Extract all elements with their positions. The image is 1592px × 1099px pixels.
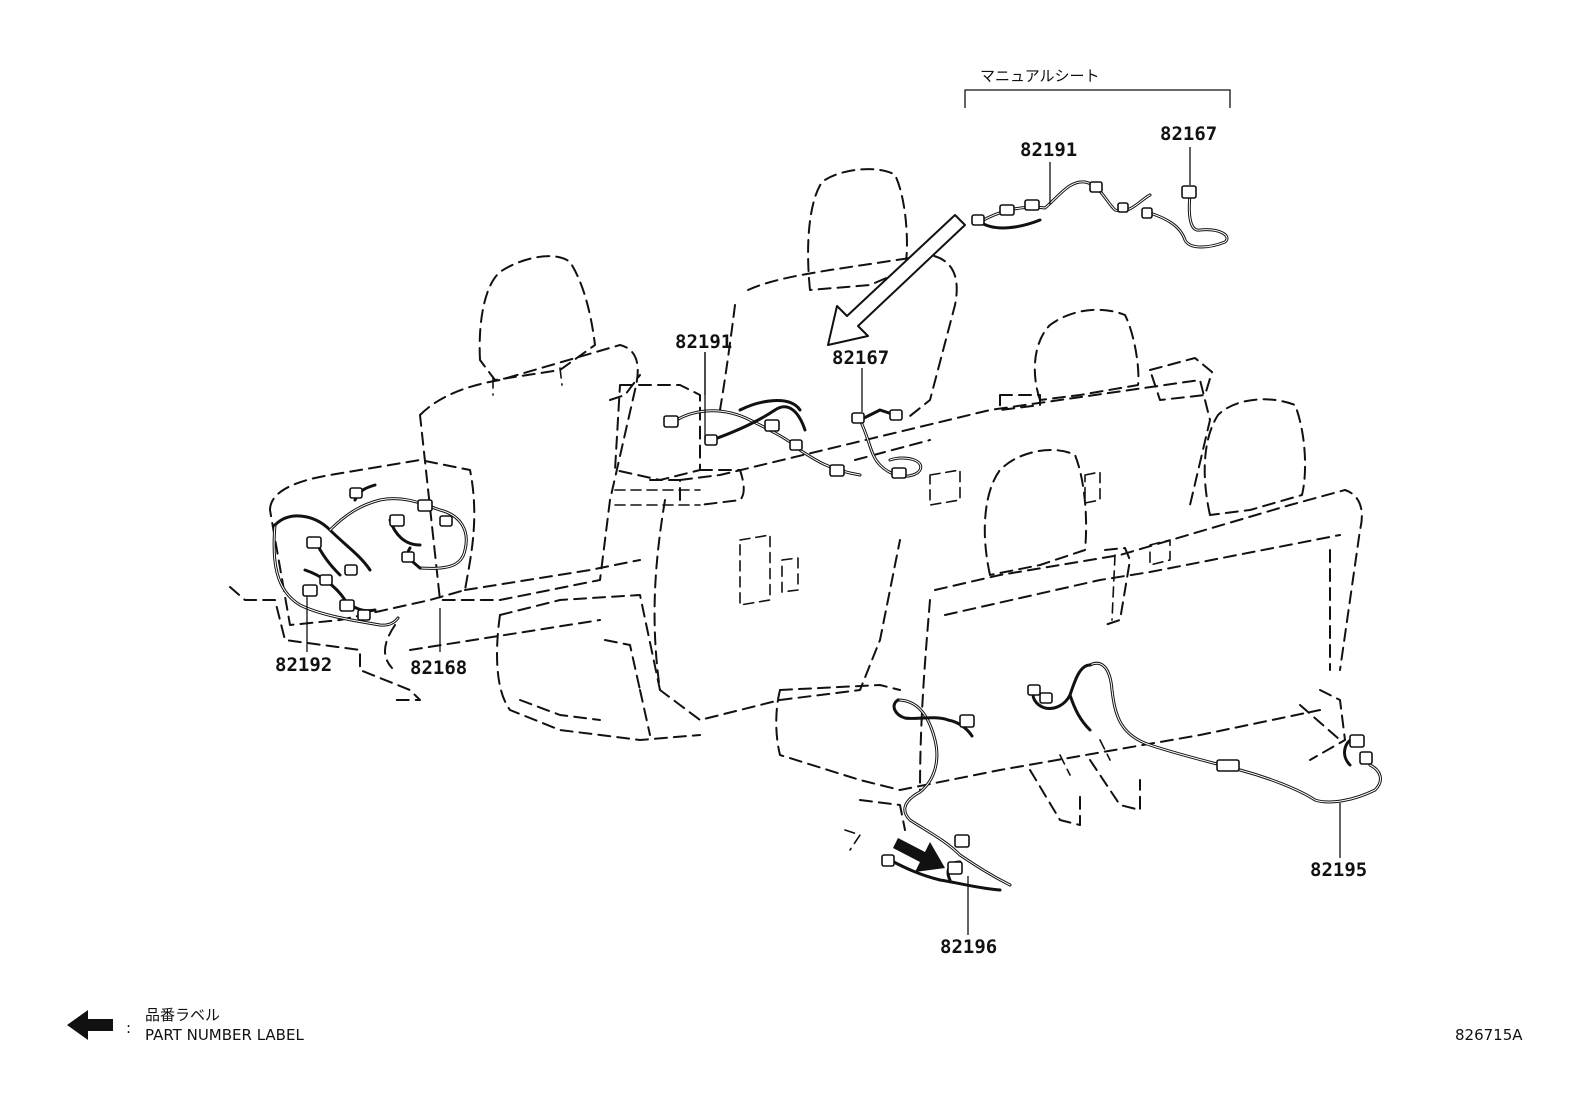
part-label-82195: 82195 bbox=[1310, 859, 1367, 881]
harness-82192 bbox=[272, 514, 400, 627]
part-label-82196: 82196 bbox=[940, 936, 997, 958]
third-row-seat bbox=[775, 398, 1363, 851]
harness-82191 bbox=[663, 399, 862, 477]
legend-separator: : bbox=[126, 1019, 131, 1037]
illustration-code: 826715A bbox=[1455, 1026, 1523, 1044]
part-label-82167-mid: 82167 bbox=[832, 347, 889, 369]
harness-82196 bbox=[881, 698, 1012, 892]
legend-label-jp: 品番ラベル bbox=[145, 1006, 220, 1024]
legend-label-en: PART NUMBER LABEL bbox=[145, 1026, 304, 1044]
front-left-seat bbox=[229, 255, 641, 701]
part-label-82192: 82192 bbox=[275, 654, 332, 676]
harness-82191-detail bbox=[971, 180, 1152, 230]
front-right-seat bbox=[614, 168, 958, 506]
part-label-82191-top: 82191 bbox=[1020, 139, 1077, 161]
left-arrow-icon bbox=[67, 1010, 113, 1040]
part-label-82167-top: 82167 bbox=[1160, 123, 1217, 145]
harness-82195 bbox=[1027, 661, 1382, 804]
part-label-82168: 82168 bbox=[410, 657, 467, 679]
harness-82168 bbox=[328, 483, 468, 570]
detail-arrow-icon bbox=[827, 214, 966, 346]
harness-82167 bbox=[851, 408, 923, 479]
group-bracket bbox=[964, 89, 1231, 108]
part-labels: 82191 82167 82191 82167 82192 82168 8219… bbox=[275, 123, 1367, 958]
harness-82167-detail bbox=[1141, 185, 1229, 249]
manual-seat-group: マニュアルシート bbox=[964, 67, 1231, 108]
second-row-seat bbox=[496, 308, 1213, 741]
part-number-label-arrow-icon bbox=[893, 838, 945, 872]
legend: : 品番ラベル PART NUMBER LABEL bbox=[67, 1006, 304, 1044]
leader-lines bbox=[306, 147, 1341, 935]
group-label: マニュアルシート bbox=[980, 67, 1100, 85]
part-label-82191-mid: 82191 bbox=[675, 331, 732, 353]
